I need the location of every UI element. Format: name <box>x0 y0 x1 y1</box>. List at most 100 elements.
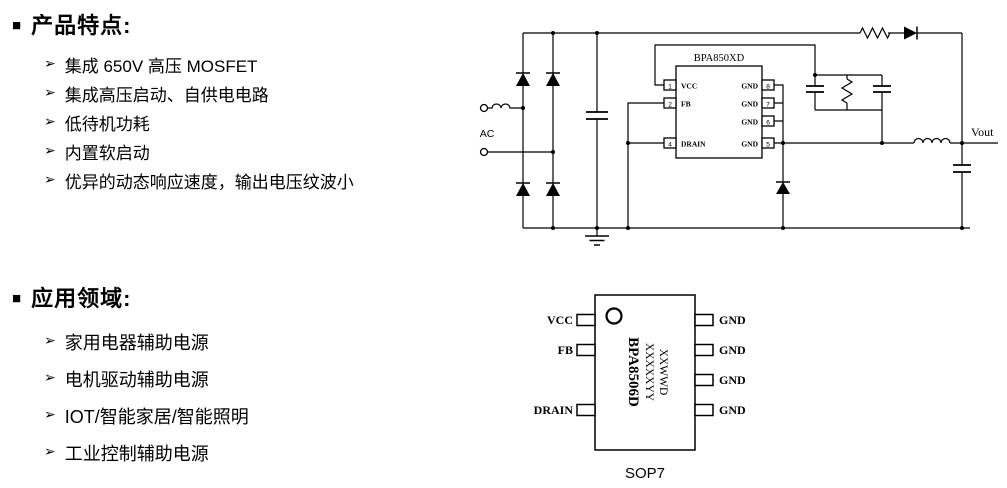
pin-name: GND <box>741 140 758 149</box>
feature-text: 集成 650V 高压 MOSFET <box>64 57 258 76</box>
pin-label: DRAIN <box>534 403 574 417</box>
arrow-bullet-icon: ➢ <box>44 55 56 71</box>
pin-box <box>663 79 677 91</box>
pin-name: FB <box>681 100 691 109</box>
arrow-bullet-icon: ➢ <box>44 171 56 187</box>
diode-icon <box>516 73 530 86</box>
ic-symbol: BPA850XD 1 2 4 8 7 6 5 VCC FB DRAIN GND … <box>663 53 775 159</box>
feature-text: 低待机功耗 <box>64 115 150 134</box>
pin-number: 1 <box>668 83 672 90</box>
features-list: ➢集成 650V 高压 MOSFET ➢集成高压启动、自供电电路 ➢低待机功耗 … <box>44 50 354 195</box>
package-pin <box>694 343 714 357</box>
package-name-label: SOP7 <box>625 465 665 482</box>
package-pin <box>694 313 714 327</box>
marking-line: XXXXXYY <box>643 343 655 402</box>
pin-number: 4 <box>668 141 672 148</box>
rectifier-diode <box>904 26 918 40</box>
package-pin <box>576 403 596 417</box>
ground-icon <box>585 235 609 246</box>
feature-text: 内置软启动 <box>64 144 150 163</box>
junction-dots <box>521 31 964 230</box>
diode-icon <box>546 183 560 196</box>
ic-part-number: BPA850XD <box>694 53 745 64</box>
pin-label: VCC <box>547 313 573 327</box>
pin-name: VCC <box>681 82 697 91</box>
feature-text: 集成高压启动、自供电电路 <box>64 86 269 105</box>
package-pin <box>576 313 596 327</box>
package-pin <box>694 403 714 417</box>
output-capacitor-icon <box>953 164 971 173</box>
product-features-section: ■ 产品特点: ➢ 集成 650V 高压 MOSFET ➢ 集成高压启动、自供电电路… <box>12 8 354 195</box>
freewheel-diode <box>776 181 790 194</box>
pin-number: 6 <box>766 119 770 126</box>
pin-number: 5 <box>766 141 770 148</box>
arrow-bullet-icon: ➢ <box>44 84 56 100</box>
arrow-bullet-icon: ➢ <box>44 113 56 129</box>
pin-label: GND <box>719 373 746 387</box>
list-item: ➢ 内置软启动 <box>44 137 354 166</box>
package-body <box>594 294 696 451</box>
diode-icon <box>516 183 530 196</box>
pin-label: FB <box>558 343 573 357</box>
diode-icon <box>546 73 560 86</box>
ac-input-terminals: AC <box>479 103 523 157</box>
pin-number: 8 <box>766 83 770 90</box>
pin-name: DRAIN <box>681 140 706 149</box>
arrow-bullet-icon: ➢ <box>44 443 56 459</box>
list-item: ➢ 电机驱动辅助电源 <box>44 360 249 397</box>
feature-text: 优异的动态响应速度，输出电压纹波小 <box>64 173 354 192</box>
package-marking: XXWWD XXXXXYY BPA8506D <box>625 337 669 407</box>
ac-label: AC <box>480 128 495 140</box>
pin-label: GND <box>719 313 746 327</box>
resistor-icon <box>840 78 854 104</box>
inductor-icon <box>913 137 951 144</box>
pin-label: GND <box>719 403 746 417</box>
pin-name: GND <box>741 100 758 109</box>
package-pin <box>694 373 714 387</box>
application-text: IOT/智能家居/智能照明 <box>64 406 249 427</box>
list-item: ➢ IOT/智能家居/智能照明 <box>44 397 249 434</box>
pin-box <box>761 137 775 149</box>
features-title: 产品特点: <box>31 13 132 38</box>
features-header: ■ 产品特点: <box>12 8 354 40</box>
marking-part-number: BPA8506D <box>625 337 641 407</box>
bulk-capacitor-icon <box>586 111 608 120</box>
vout-label: Vout <box>971 125 994 139</box>
arrow-bullet-icon: ➢ <box>44 369 56 385</box>
pin-label: GND <box>719 343 746 357</box>
marking-line: XXWWD <box>657 349 669 396</box>
application-text: 工业控制辅助电源 <box>64 443 209 464</box>
resistor-icon <box>859 26 891 40</box>
application-text: 电机驱动辅助电源 <box>64 369 209 390</box>
pin-box <box>761 97 775 109</box>
vcc-capacitor-icon <box>873 85 891 93</box>
wires <box>487 32 998 236</box>
diode-icon <box>904 26 917 40</box>
applications-list: ➢家用电器辅助电源 ➢ 电机驱动辅助电源 ➢ IOT/智能家居/智能照明 ➢ 工业控制… <box>44 323 249 471</box>
applications-header: ■ 应用领域: <box>12 281 249 313</box>
fuse-icon <box>487 103 523 109</box>
sop7-package-diagram: VCC FB DRAIN GND GND GND GND XXWWD XXXXX… <box>534 294 746 482</box>
list-item: ➢ 集成高压启动、自供电电路 <box>44 79 354 108</box>
pin1-marker-icon <box>605 307 623 325</box>
list-item: ➢ 优异的动态响应速度，输出电压纹波小 <box>44 166 354 195</box>
arrow-bullet-icon: ➢ <box>44 406 56 422</box>
square-marker-icon: ■ <box>12 289 22 307</box>
list-item: ➢ 工业控制辅助电源 <box>44 434 249 471</box>
ic-body <box>675 65 763 159</box>
application-circuit-schematic: AC BPA850XD <box>479 26 998 246</box>
applications-title: 应用领域: <box>31 286 132 311</box>
pin-number: 7 <box>766 101 770 108</box>
applications-section: ■ 应用领域: ➢家用电器辅助电源 ➢ 电机驱动辅助电源 ➢ IOT/智能家居/智能… <box>12 281 249 471</box>
list-item: ➢ 低待机功耗 <box>44 108 354 137</box>
package-pin <box>576 343 596 357</box>
diode-icon <box>776 182 790 194</box>
pin-name: GND <box>741 82 758 91</box>
pin-box <box>761 79 775 91</box>
pin-name: GND <box>741 118 758 127</box>
square-marker-icon: ■ <box>12 16 22 34</box>
list-item: ➢家用电器辅助电源 <box>44 323 249 360</box>
arrow-bullet-icon: ➢ <box>44 142 56 158</box>
ac-terminal-icon <box>479 103 489 113</box>
vcc-capacitor-icon <box>806 85 824 93</box>
